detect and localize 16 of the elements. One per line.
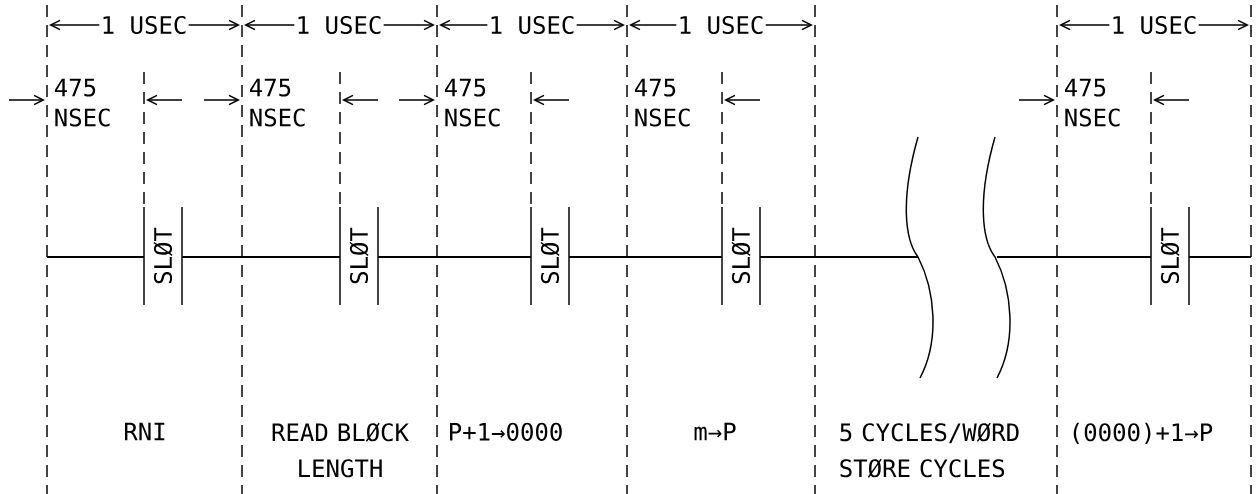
dimension-label: 475 NSEC	[54, 78, 110, 127]
operation-label: 5 CYCLES/WØRD STØRE CYCLES	[840, 422, 1019, 478]
dimension-label: 1 USEC	[294, 14, 384, 36]
dimension-label: 1 USEC	[676, 14, 766, 36]
dimension-label: 1 USEC	[99, 14, 189, 36]
operation-label: P+1→0000	[450, 422, 562, 441]
dimension-label: 475 NSEC	[249, 78, 305, 127]
operation-label: (0000)+1→P	[1073, 422, 1213, 445]
dimension-label: 475 NSEC	[634, 78, 690, 127]
operation-label: m→P	[694, 422, 736, 441]
dimension-label: 1 USEC	[487, 14, 577, 36]
dimension-label: 475 NSEC	[1064, 78, 1120, 127]
operation-label: RNI	[125, 422, 165, 441]
dimension-label: 1 USEC	[1109, 14, 1199, 36]
dimension-label: 475 NSEC	[444, 78, 500, 127]
operation-label: READ BLØCK LENGTH	[272, 422, 409, 478]
